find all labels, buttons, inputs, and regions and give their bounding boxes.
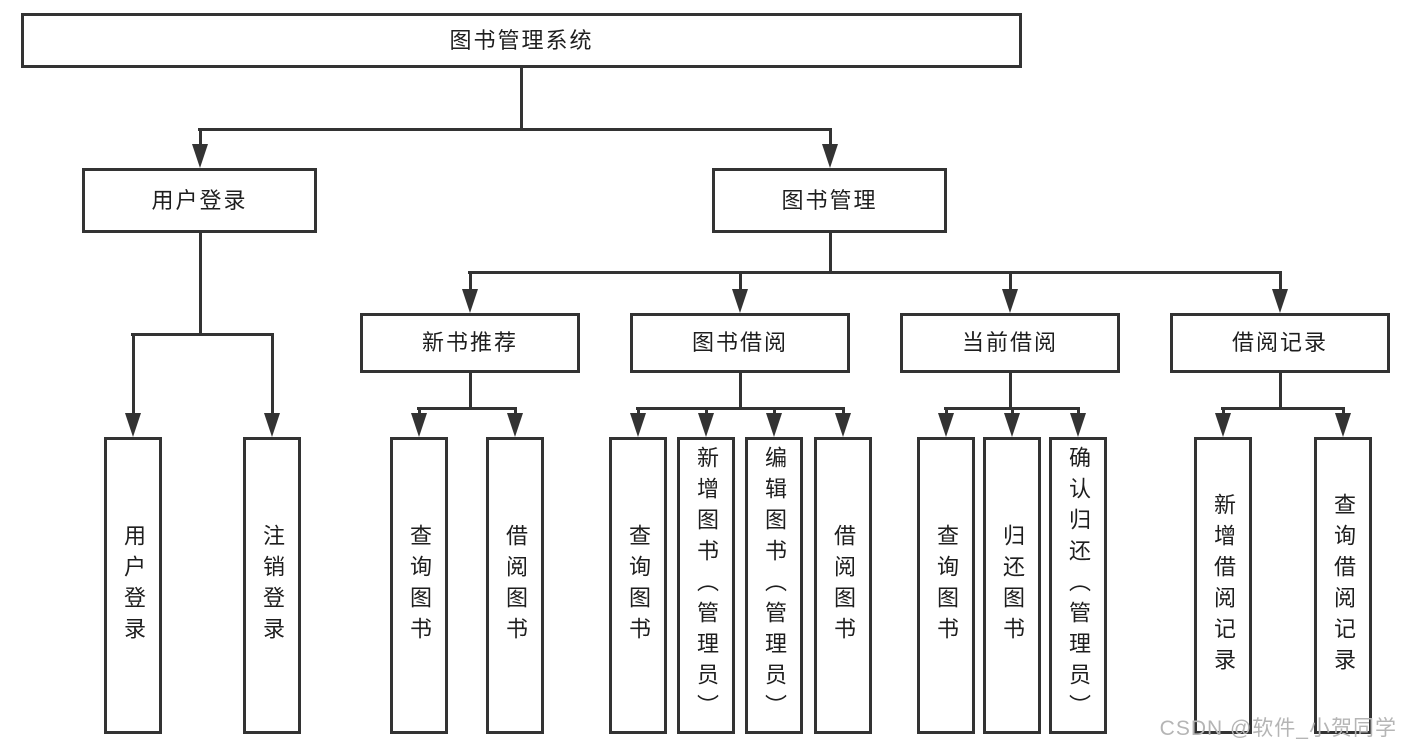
connector-line: [417, 408, 421, 413]
node-user-login: 用户登录: [82, 168, 317, 233]
node-book-borrowing: 图书借阅: [630, 313, 850, 373]
connector-line: [1076, 408, 1080, 413]
leaf-logout: 注销登录: [243, 437, 301, 734]
connector-line: [198, 128, 832, 131]
connector-line: [131, 333, 274, 336]
connector-line: [131, 334, 135, 413]
connector-line: [1010, 408, 1014, 413]
arrow-down-icon: [1215, 413, 1231, 437]
connector-line: [417, 407, 517, 410]
node-book-management: 图书管理: [712, 168, 947, 233]
connector-line: [772, 408, 776, 413]
connector-line: [519, 68, 523, 131]
node-borrowing-records: 借阅记录: [1170, 313, 1390, 373]
node-new-book-recommendation: 新书推荐: [360, 313, 580, 373]
connector-line: [841, 408, 845, 413]
leaf-return-books: 归还图书: [983, 437, 1041, 734]
leaf-confirm-return-admin: 确认归还（管理员）: [1049, 437, 1107, 734]
connector-line: [1278, 272, 1282, 289]
arrow-down-icon: [630, 413, 646, 437]
arrow-down-icon: [411, 413, 427, 437]
arrow-down-icon: [125, 413, 141, 437]
arrow-down-icon: [1335, 413, 1351, 437]
arrow-down-icon: [507, 413, 523, 437]
connector-line: [704, 408, 708, 413]
leaf-query-books-recommend: 查询图书: [390, 437, 448, 734]
connector-line: [738, 373, 742, 410]
leaf-edit-book-admin: 编辑图书（管理员）: [745, 437, 803, 734]
leaf-user-login: 用户登录: [104, 437, 162, 734]
leaf-query-books-borrowing: 查询图书: [609, 437, 667, 734]
arrow-down-icon: [1004, 413, 1020, 437]
arrow-down-icon: [264, 413, 280, 437]
arrow-down-icon: [462, 289, 478, 313]
arrow-down-icon: [1272, 289, 1288, 313]
leaf-borrow-books-recommend: 借阅图书: [486, 437, 544, 734]
arrow-down-icon: [732, 289, 748, 313]
connector-line: [198, 129, 202, 144]
connector-line: [1341, 408, 1345, 413]
arrow-down-icon: [1002, 289, 1018, 313]
node-library-management-system: 图书管理系统: [21, 13, 1022, 68]
arrow-down-icon: [822, 144, 838, 168]
arrow-down-icon: [766, 413, 782, 437]
connector-line: [944, 408, 948, 413]
connector-line: [828, 129, 832, 144]
arrow-down-icon: [938, 413, 954, 437]
connector-line: [270, 334, 274, 413]
leaf-add-book-admin: 新增图书（管理员）: [677, 437, 735, 734]
connector-line: [738, 272, 742, 289]
connector-line: [636, 408, 640, 413]
connector-line: [513, 408, 517, 413]
connector-line: [1221, 407, 1345, 410]
leaf-borrow-books-borrowing: 借阅图书: [814, 437, 872, 734]
connector-line: [828, 233, 832, 274]
connector-line: [198, 233, 202, 336]
arrow-down-icon: [1070, 413, 1086, 437]
watermark: CSDN @软件_小贺同学: [1159, 717, 1397, 740]
connector-line: [1008, 272, 1012, 289]
node-current-borrowing: 当前借阅: [900, 313, 1120, 373]
leaf-query-books-current: 查询图书: [917, 437, 975, 734]
connector-line: [636, 407, 845, 410]
connector-line: [468, 272, 472, 289]
leaf-add-borrow-record: 新增借阅记录: [1194, 437, 1252, 734]
leaf-query-borrow-record: 查询借阅记录: [1314, 437, 1372, 734]
arrow-down-icon: [698, 413, 714, 437]
connector-line: [1278, 373, 1282, 410]
connector-line: [468, 373, 472, 410]
connector-line: [1008, 373, 1012, 410]
arrow-down-icon: [192, 144, 208, 168]
arrow-down-icon: [835, 413, 851, 437]
connector-line: [468, 271, 1282, 274]
connector-line: [1221, 408, 1225, 413]
